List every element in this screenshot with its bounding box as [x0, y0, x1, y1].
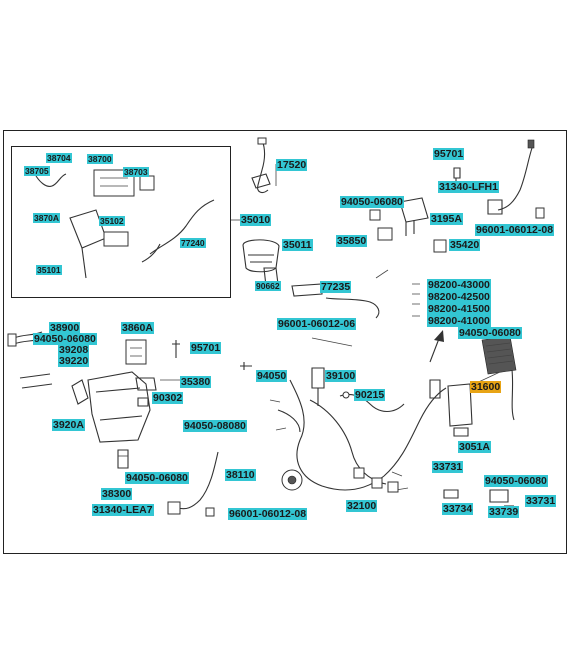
- part-label-95701: 95701: [433, 148, 465, 160]
- part-label-33731-top: 33731: [432, 461, 464, 473]
- part-label-96001-06012-08-bottom: 96001-06012-08: [228, 508, 308, 520]
- part-label-38900: 38900: [49, 322, 81, 334]
- part-label-98200-42500: 98200-42500: [427, 291, 491, 303]
- part-label-35102: 35102: [99, 216, 125, 226]
- part-label-33731-right: 33731: [525, 495, 557, 507]
- part-label-39100: 39100: [325, 370, 357, 382]
- part-label-94050-06080-left: 94050-06080: [33, 333, 97, 345]
- part-label-3051A: 3051A: [458, 441, 491, 453]
- main-diagram-border: [3, 130, 567, 554]
- part-label-94050-06080-right: 94050-06080: [458, 327, 522, 339]
- part-label-3860A: 3860A: [121, 322, 154, 334]
- part-label-90215: 90215: [354, 389, 386, 401]
- part-label-3870A: 3870A: [33, 213, 61, 223]
- part-label-94050-06080-top: 94050-06080: [340, 196, 404, 208]
- part-label-38110: 38110: [225, 469, 256, 481]
- part-label-35850: 35850: [336, 235, 368, 247]
- part-label-31600-highlighted: 31600: [470, 381, 502, 393]
- part-label-35380: 35380: [180, 376, 212, 388]
- part-label-95701-mid: 95701: [190, 342, 222, 354]
- part-label-31340-LEA7: 31340-LEA7: [92, 504, 154, 516]
- part-label-98200-41500: 98200-41500: [427, 303, 491, 315]
- part-label-38300: 38300: [101, 488, 133, 500]
- part-label-17520: 17520: [276, 159, 308, 171]
- part-label-94050-06080-lower-left: 94050-06080: [125, 472, 189, 484]
- part-label-90662: 90662: [255, 281, 281, 291]
- part-label-35101: 35101: [36, 265, 62, 275]
- inset-detail-box: [11, 146, 231, 298]
- part-label-39220: 39220: [58, 355, 90, 367]
- part-label-33739: 33739: [488, 506, 520, 518]
- part-label-35011: 35011: [282, 239, 313, 251]
- part-label-3195A: 3195A: [430, 213, 463, 225]
- part-label-98200-41000: 98200-41000: [427, 315, 491, 327]
- part-label-32100: 32100: [346, 500, 378, 512]
- part-label-96001-06012-08-top: 96001-06012-08: [475, 224, 555, 236]
- part-label-38704: 38704: [46, 153, 72, 163]
- part-label-31340-LFH1: 31340-LFH1: [438, 181, 499, 193]
- part-label-39208: 39208: [58, 344, 90, 356]
- part-label-98200-43000: 98200-43000: [427, 279, 491, 291]
- part-label-35420: 35420: [449, 239, 481, 251]
- part-label-90302: 90302: [152, 392, 184, 404]
- part-label-77235: 77235: [320, 281, 352, 293]
- part-label-33734: 33734: [442, 503, 474, 515]
- part-label-3920A: 3920A: [52, 419, 85, 431]
- part-label-94050: 94050: [256, 370, 288, 382]
- part-label-38705: 38705: [24, 166, 50, 176]
- part-label-38703: 38703: [123, 167, 149, 177]
- part-label-35010: 35010: [240, 214, 272, 226]
- part-label-38700: 38700: [87, 154, 113, 164]
- part-label-96001-06012-06: 96001-06012-06: [277, 318, 357, 330]
- part-label-77240: 77240: [180, 238, 206, 248]
- part-label-94050-08080: 94050-08080: [183, 420, 247, 432]
- part-label-94050-06080-lower-right: 94050-06080: [484, 475, 548, 487]
